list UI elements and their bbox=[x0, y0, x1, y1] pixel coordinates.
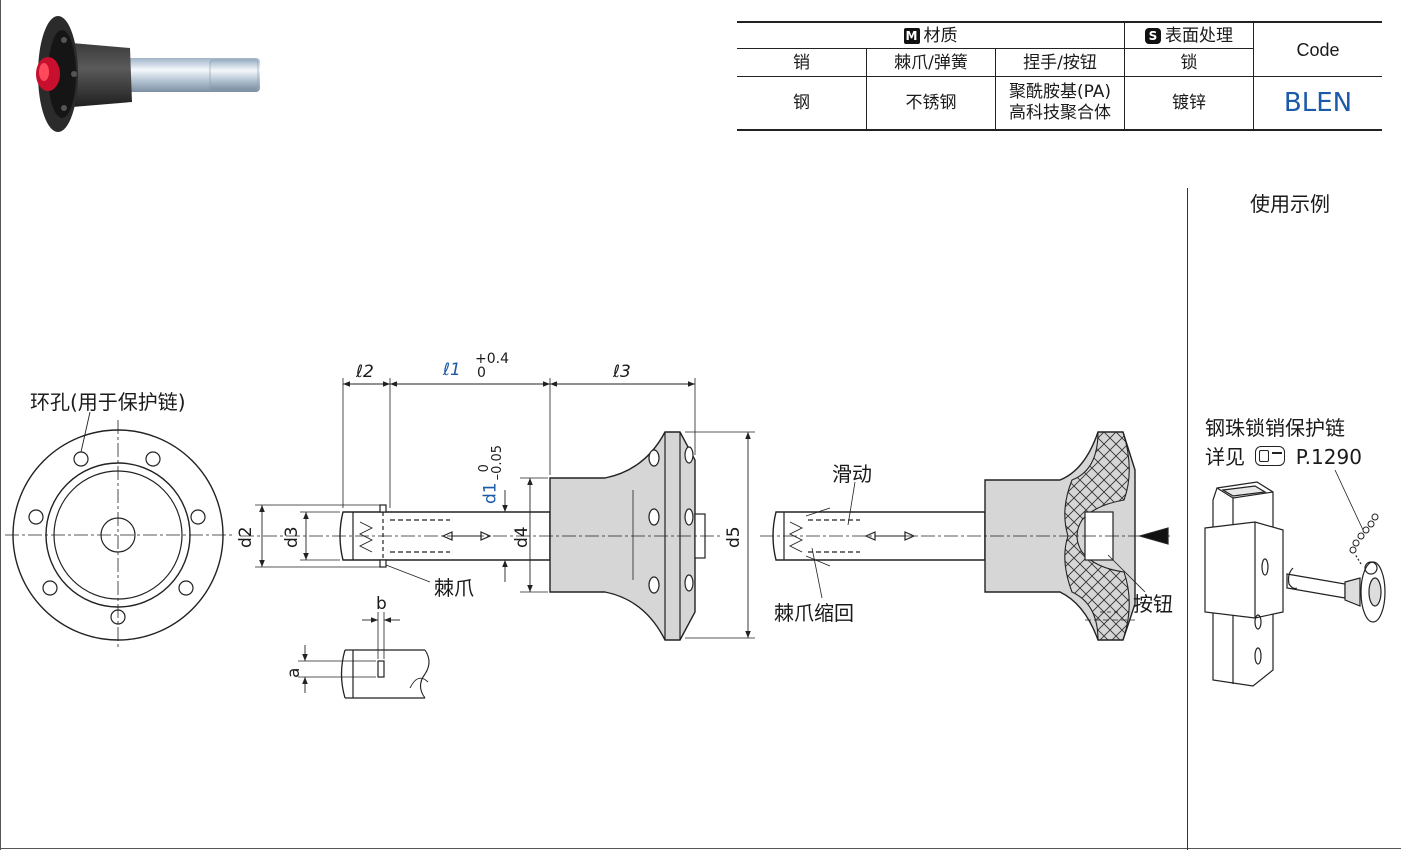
col-pin-header: 销 bbox=[737, 48, 867, 77]
slide-label: 滑动 bbox=[832, 462, 872, 486]
usage-divider bbox=[1187, 188, 1188, 850]
val-code: BLEN bbox=[1253, 76, 1382, 131]
val-lock: 镀锌 bbox=[1124, 76, 1254, 131]
surface-header: 表面处理 bbox=[1165, 25, 1233, 46]
val-grip: 聚酰胺基(PA) 高科技聚合体 bbox=[995, 76, 1125, 131]
dim-l1-tolerance: +0.4 0 bbox=[475, 352, 509, 380]
dim-d4-label: d4 bbox=[512, 526, 532, 548]
pawl-retract-label: 棘爪缩回 bbox=[774, 601, 854, 625]
dim-l1-symbol: ℓ1 bbox=[443, 360, 461, 380]
material-header: 材质 bbox=[923, 25, 958, 46]
chain-note-line2: 详见 P.1290 bbox=[1205, 441, 1362, 470]
col-grip-header: 捏手/按钮 bbox=[995, 48, 1125, 77]
frame-bottom-border bbox=[0, 848, 1401, 849]
ring-hole-label: 环孔(用于保护链) bbox=[30, 390, 186, 414]
usage-illustration bbox=[1204, 470, 1386, 687]
chain-page-ref[interactable]: P.1290 bbox=[1295, 445, 1362, 469]
val-grip-line2: 高科技聚合体 bbox=[1009, 103, 1111, 123]
dim-d5-label: d5 bbox=[724, 526, 744, 548]
val-grip-line1: 聚酰胺基(PA) bbox=[1008, 82, 1112, 102]
dim-l1-label: ℓ1 bbox=[443, 352, 461, 380]
dim-l1-tol-lower: 0 bbox=[477, 365, 486, 381]
button-label: 按钮 bbox=[1133, 592, 1173, 616]
front-view bbox=[5, 411, 232, 650]
chain-note-line1: 钢珠锁销保护链 bbox=[1205, 416, 1345, 440]
pawl-detail-view bbox=[298, 612, 430, 699]
dim-b-label: b bbox=[376, 594, 387, 614]
pointing-hand-icon bbox=[1255, 446, 1286, 466]
dim-d2-label: d2 bbox=[236, 526, 256, 548]
dim-a-label: a bbox=[284, 667, 304, 678]
usage-title: 使用示例 bbox=[1250, 192, 1330, 216]
frame-left-border bbox=[0, 0, 1, 850]
code-header: Code bbox=[1253, 21, 1382, 77]
val-pin: 钢 bbox=[737, 76, 867, 131]
surface-badge-icon: S bbox=[1145, 27, 1161, 44]
dim-l3-label: ℓ3 bbox=[613, 362, 631, 382]
side-view bbox=[240, 378, 755, 641]
section-view bbox=[760, 431, 1170, 641]
dim-l1-tol-upper: +0.4 bbox=[475, 351, 509, 367]
dim-d1-symbol: d1 bbox=[480, 482, 501, 504]
dim-l2-label: ℓ2 bbox=[356, 362, 374, 382]
val-pawl: 不锈钢 bbox=[866, 76, 996, 131]
col-pawl-header: 棘爪/弹簧 bbox=[866, 48, 996, 77]
pawl-label: 棘爪 bbox=[434, 576, 474, 600]
dim-d1-tol-lower: –0.05 bbox=[490, 444, 505, 481]
col-lock-header: 锁 bbox=[1124, 48, 1254, 77]
dim-d3-label: d3 bbox=[282, 526, 302, 548]
chain-note-prefix: 详见 bbox=[1205, 445, 1245, 469]
material-badge-icon: M bbox=[903, 27, 920, 44]
technical-drawing bbox=[5, 378, 1170, 699]
product-photo bbox=[36, 16, 260, 132]
